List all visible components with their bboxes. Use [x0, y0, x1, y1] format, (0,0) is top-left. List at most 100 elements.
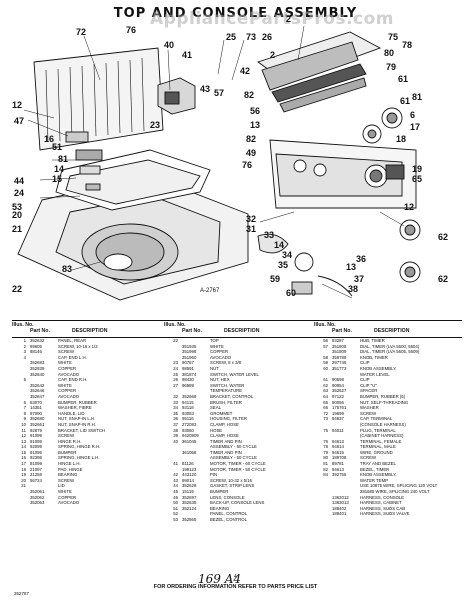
callout: 24 [14, 188, 24, 198]
illus-no: 84 [323, 472, 328, 478]
part-no: 19699 [332, 410, 344, 416]
callout: 82 [244, 90, 254, 100]
callout: 13 [346, 262, 356, 272]
part-no: 359789 [332, 354, 347, 360]
description: CAP, END L.H. [58, 354, 87, 360]
illus-no: 12 [21, 433, 26, 439]
description: (CABINET HARNESS) [360, 433, 404, 439]
part-no: 63070 [30, 399, 42, 405]
col3-header-desc: DESCRIPTION [374, 328, 410, 334]
handwritten-note: 169 A4 [198, 572, 242, 586]
illus-no: 23 [173, 360, 178, 366]
illus-no: 44 [173, 483, 178, 489]
description: BRACKET, LID SWITCH [58, 427, 106, 433]
part-no: 98430 [182, 377, 194, 383]
illus-no: 57 [323, 343, 328, 349]
callout: 2 [286, 14, 291, 24]
illus-no [12, 500, 30, 506]
callout: 82 [246, 134, 256, 144]
illus-no: 75 [323, 427, 328, 433]
description: PAD, HINGE [58, 466, 83, 472]
part-no: 351998 [182, 349, 197, 355]
callout: 14 [274, 240, 284, 250]
hinge-parts [65, 131, 103, 191]
part-no: 352642 [30, 382, 45, 388]
illus-no: 50 [173, 500, 178, 506]
callout: 15 [52, 174, 62, 184]
illus-no: 41 [173, 461, 178, 467]
illus-no: 16 [21, 455, 26, 461]
part-no: 361058 [182, 449, 197, 455]
part-no: 352627 [332, 388, 347, 394]
description: BACK-UP, CONSOLE LENS [210, 500, 265, 506]
part-no: 351935 [182, 343, 197, 349]
description: PLUG, TERMINAL [360, 427, 396, 433]
illus-no: 56 [323, 338, 328, 343]
callout: 53 [12, 202, 22, 212]
part-no: 352865 [182, 517, 197, 522]
part-no: 352683 [30, 360, 45, 366]
part-no: 94637 [332, 416, 344, 422]
illus-no: 4 [23, 354, 26, 360]
description: SCREW [360, 410, 376, 416]
callout: 14 [54, 164, 64, 174]
callout: 79 [386, 62, 396, 72]
callout: 43 [200, 84, 210, 94]
description: WATER LEVEL [360, 371, 390, 377]
illus-no: 19 [21, 472, 26, 478]
callout: 60 [286, 288, 296, 298]
illus-no: 21 [21, 483, 26, 489]
part-no: 352669 [182, 393, 197, 399]
callout: 6 [410, 110, 415, 120]
part-no: 94011 [332, 427, 344, 433]
illus-no: 51 [173, 505, 178, 511]
part-no: 94615 [332, 449, 344, 455]
part-no: 352840 [30, 371, 45, 377]
part-no: 15119 [182, 489, 194, 495]
callout: 81 [58, 154, 68, 164]
callout: 78 [402, 40, 412, 50]
part-no: 56724 [30, 477, 42, 483]
part-no: 91099 [30, 433, 42, 439]
part-no: 21097 [30, 466, 42, 472]
page-title: TOP AND CONSOLE ASSEMBLY [113, 6, 358, 21]
description: KNOB ASSEMBLY, [360, 472, 397, 478]
description: TIMER AND PIN [210, 449, 242, 455]
part-no: 381874 [182, 371, 197, 377]
description: COPPER [210, 349, 229, 355]
callout: 38 [348, 284, 358, 294]
part-no: 94613 [332, 466, 344, 472]
part-no: 92398 [30, 455, 42, 461]
callout: 62 [438, 232, 448, 242]
description: BUMPER, RUBBER [58, 399, 97, 405]
description: SCREW, 8 x 3/8 [210, 360, 242, 366]
col3-header-part: Part No. [332, 328, 352, 334]
description: HARNESS, CABINET [360, 500, 402, 506]
callout: 31 [246, 224, 256, 234]
